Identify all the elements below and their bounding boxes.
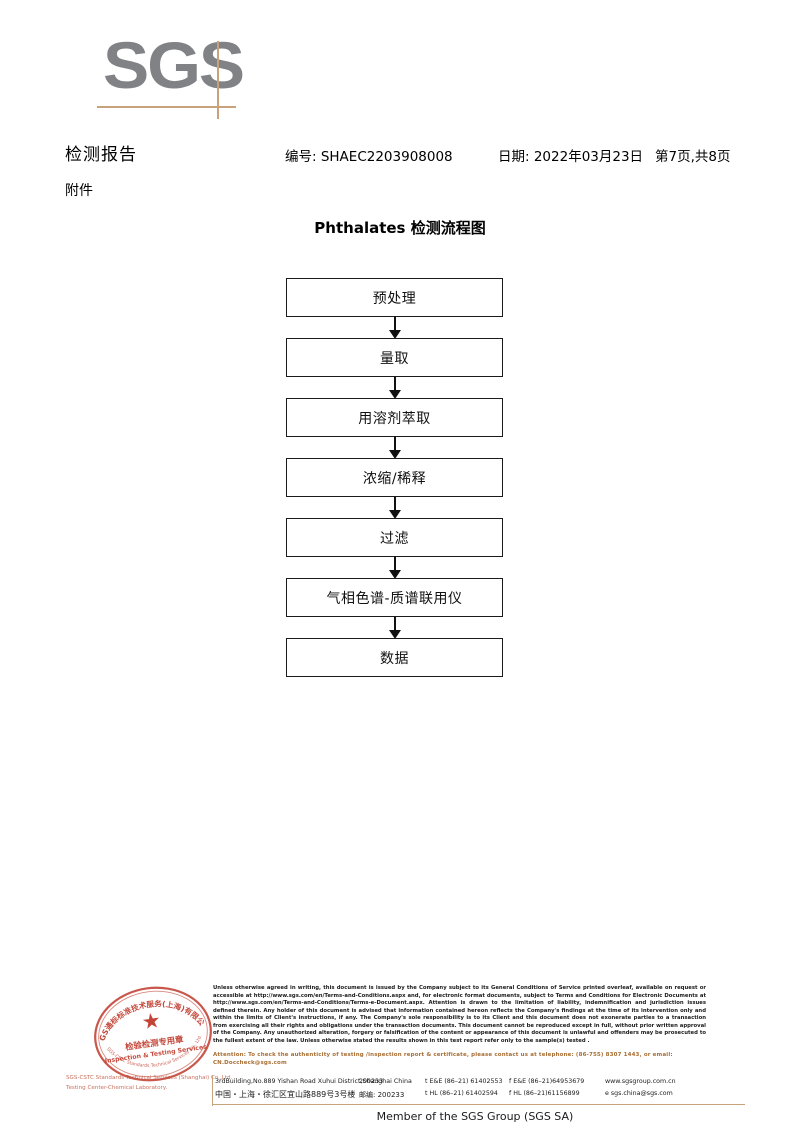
sgs-logo-area: SGS [0,0,800,130]
address-en: 3rdBuilding,No.889 Yishan Road Xuhui Dis… [215,1078,412,1085]
flow-node-measuring: 量取 [286,338,503,377]
arrow-stem [393,377,396,392]
tel-cn-2: f HL (86–21)61156899 [509,1090,580,1097]
report-number: 编号: SHAEC2203908008 [285,149,453,165]
address-cn: 中国・上海・徐汇区宜山路889号3号楼 [215,1090,356,1099]
flow-node-data: 数据 [286,638,503,677]
member-of-group-text: Member of the SGS Group (SGS SA) [376,1110,574,1123]
flow-node-concentration-dilution: 浓缩/稀释 [286,458,503,497]
flow-node-solvent-extraction: 用溶剂萃取 [286,398,503,437]
arrow-head-icon [388,630,401,639]
arrow-stem [393,497,396,512]
tel-cn-1: t HL (86–21) 61402594 [425,1090,498,1097]
attention-notice: Attention: To check the authenticity of … [213,1052,673,1066]
seal-subtitle-line-1: SGS-CSTC Standards Technical Services (S… [66,1075,233,1081]
flow-node-label: 过滤 [380,530,409,547]
flow-arrow [286,437,503,459]
seal-subtitle: SGS-CSTC Standards Technical Services (S… [66,1074,241,1094]
address-row-chinese: 中国・上海・徐汇区宜山路889号3号楼 邮编: 200233 t HL (86–… [213,1089,753,1101]
zip-cn: 邮编: 200233 [359,1091,405,1099]
logo-horizontal-rule [97,106,236,108]
footer-horizontal-rule [212,1104,745,1106]
logo-vertical-rule [217,41,219,119]
flow-node-label: 浓缩/稀释 [362,470,427,487]
flow-node-label: 气相色谱-质谱联用仪 [326,590,463,607]
sgs-logo-wordmark: SGS [103,28,245,102]
arrow-head-icon [388,450,401,459]
company-seal-stamp: SGS通标标准技术服务(上海)有限公司 SGS-CSTC Standards T… [66,970,232,1109]
arrow-head-icon [388,570,401,579]
flow-node-gcms: 气相色谱-质谱联用仪 [286,578,503,617]
arrow-head-icon [388,330,401,339]
flowchart-title: Phthalates 检测流程图 [314,219,486,237]
arrow-stem [393,617,396,632]
attachment-label: 附件 [65,183,93,199]
report-date: 日期: 2022年03月23日 [498,149,644,165]
flowchart: 预处理 量取 用溶剂萃取 浓缩/稀释 过滤 气相色谱-质谱联用仪 数据 [286,278,503,677]
flow-node-label: 量取 [380,350,409,367]
flow-arrow [286,377,503,399]
contact-address-block: 3rdBuilding,No.889 Yishan Road Xuhui Dis… [213,1077,753,1101]
flow-arrow [286,617,503,639]
website-link[interactable]: www.sgsgroup.com.cn [605,1078,676,1085]
page-title: 检测报告 [65,145,137,165]
svg-text:★: ★ [140,1009,162,1034]
email-link[interactable]: e sgs.china@sgs.com [605,1090,673,1097]
address-row-english: 3rdBuilding,No.889 Yishan Road Xuhui Dis… [213,1077,753,1089]
page-footer: Unless otherwise agreed in writing, this… [0,975,800,1131]
flow-node-filtration: 过滤 [286,518,503,557]
flow-node-pretreatment: 预处理 [286,278,503,317]
flow-node-label: 数据 [380,650,409,667]
flow-node-label: 用溶剂萃取 [358,410,431,427]
flow-node-label: 预处理 [372,290,417,307]
zip-en: 200233 [359,1078,384,1085]
arrow-stem [393,437,396,452]
arrow-head-icon [388,390,401,399]
arrow-stem [393,317,396,332]
footer-vertical-rule [212,1076,214,1106]
seal-subtitle-line-2: Testing Center-Chemical Laboratory. [66,1084,168,1091]
page-number: 第7页,共8页 [655,149,731,165]
flow-arrow [286,497,503,519]
arrow-stem [393,557,396,572]
seal-icon: SGS通标标准技术服务(上海)有限公司 SGS-CSTC Standards T… [67,970,212,1082]
report-header: 检测报告 附件 编号: SHAEC2203908008 日期: 2022年03月… [0,140,800,200]
legal-terms-text: Unless otherwise agreed in writing, this… [213,985,706,1044]
flow-arrow [286,557,503,579]
flow-arrow [286,317,503,339]
arrow-head-icon [388,510,401,519]
tel-en-1: t E&E (86–21) 61402553 [425,1078,503,1085]
tel-en-2: f E&E (86–21)64953679 [509,1078,585,1085]
